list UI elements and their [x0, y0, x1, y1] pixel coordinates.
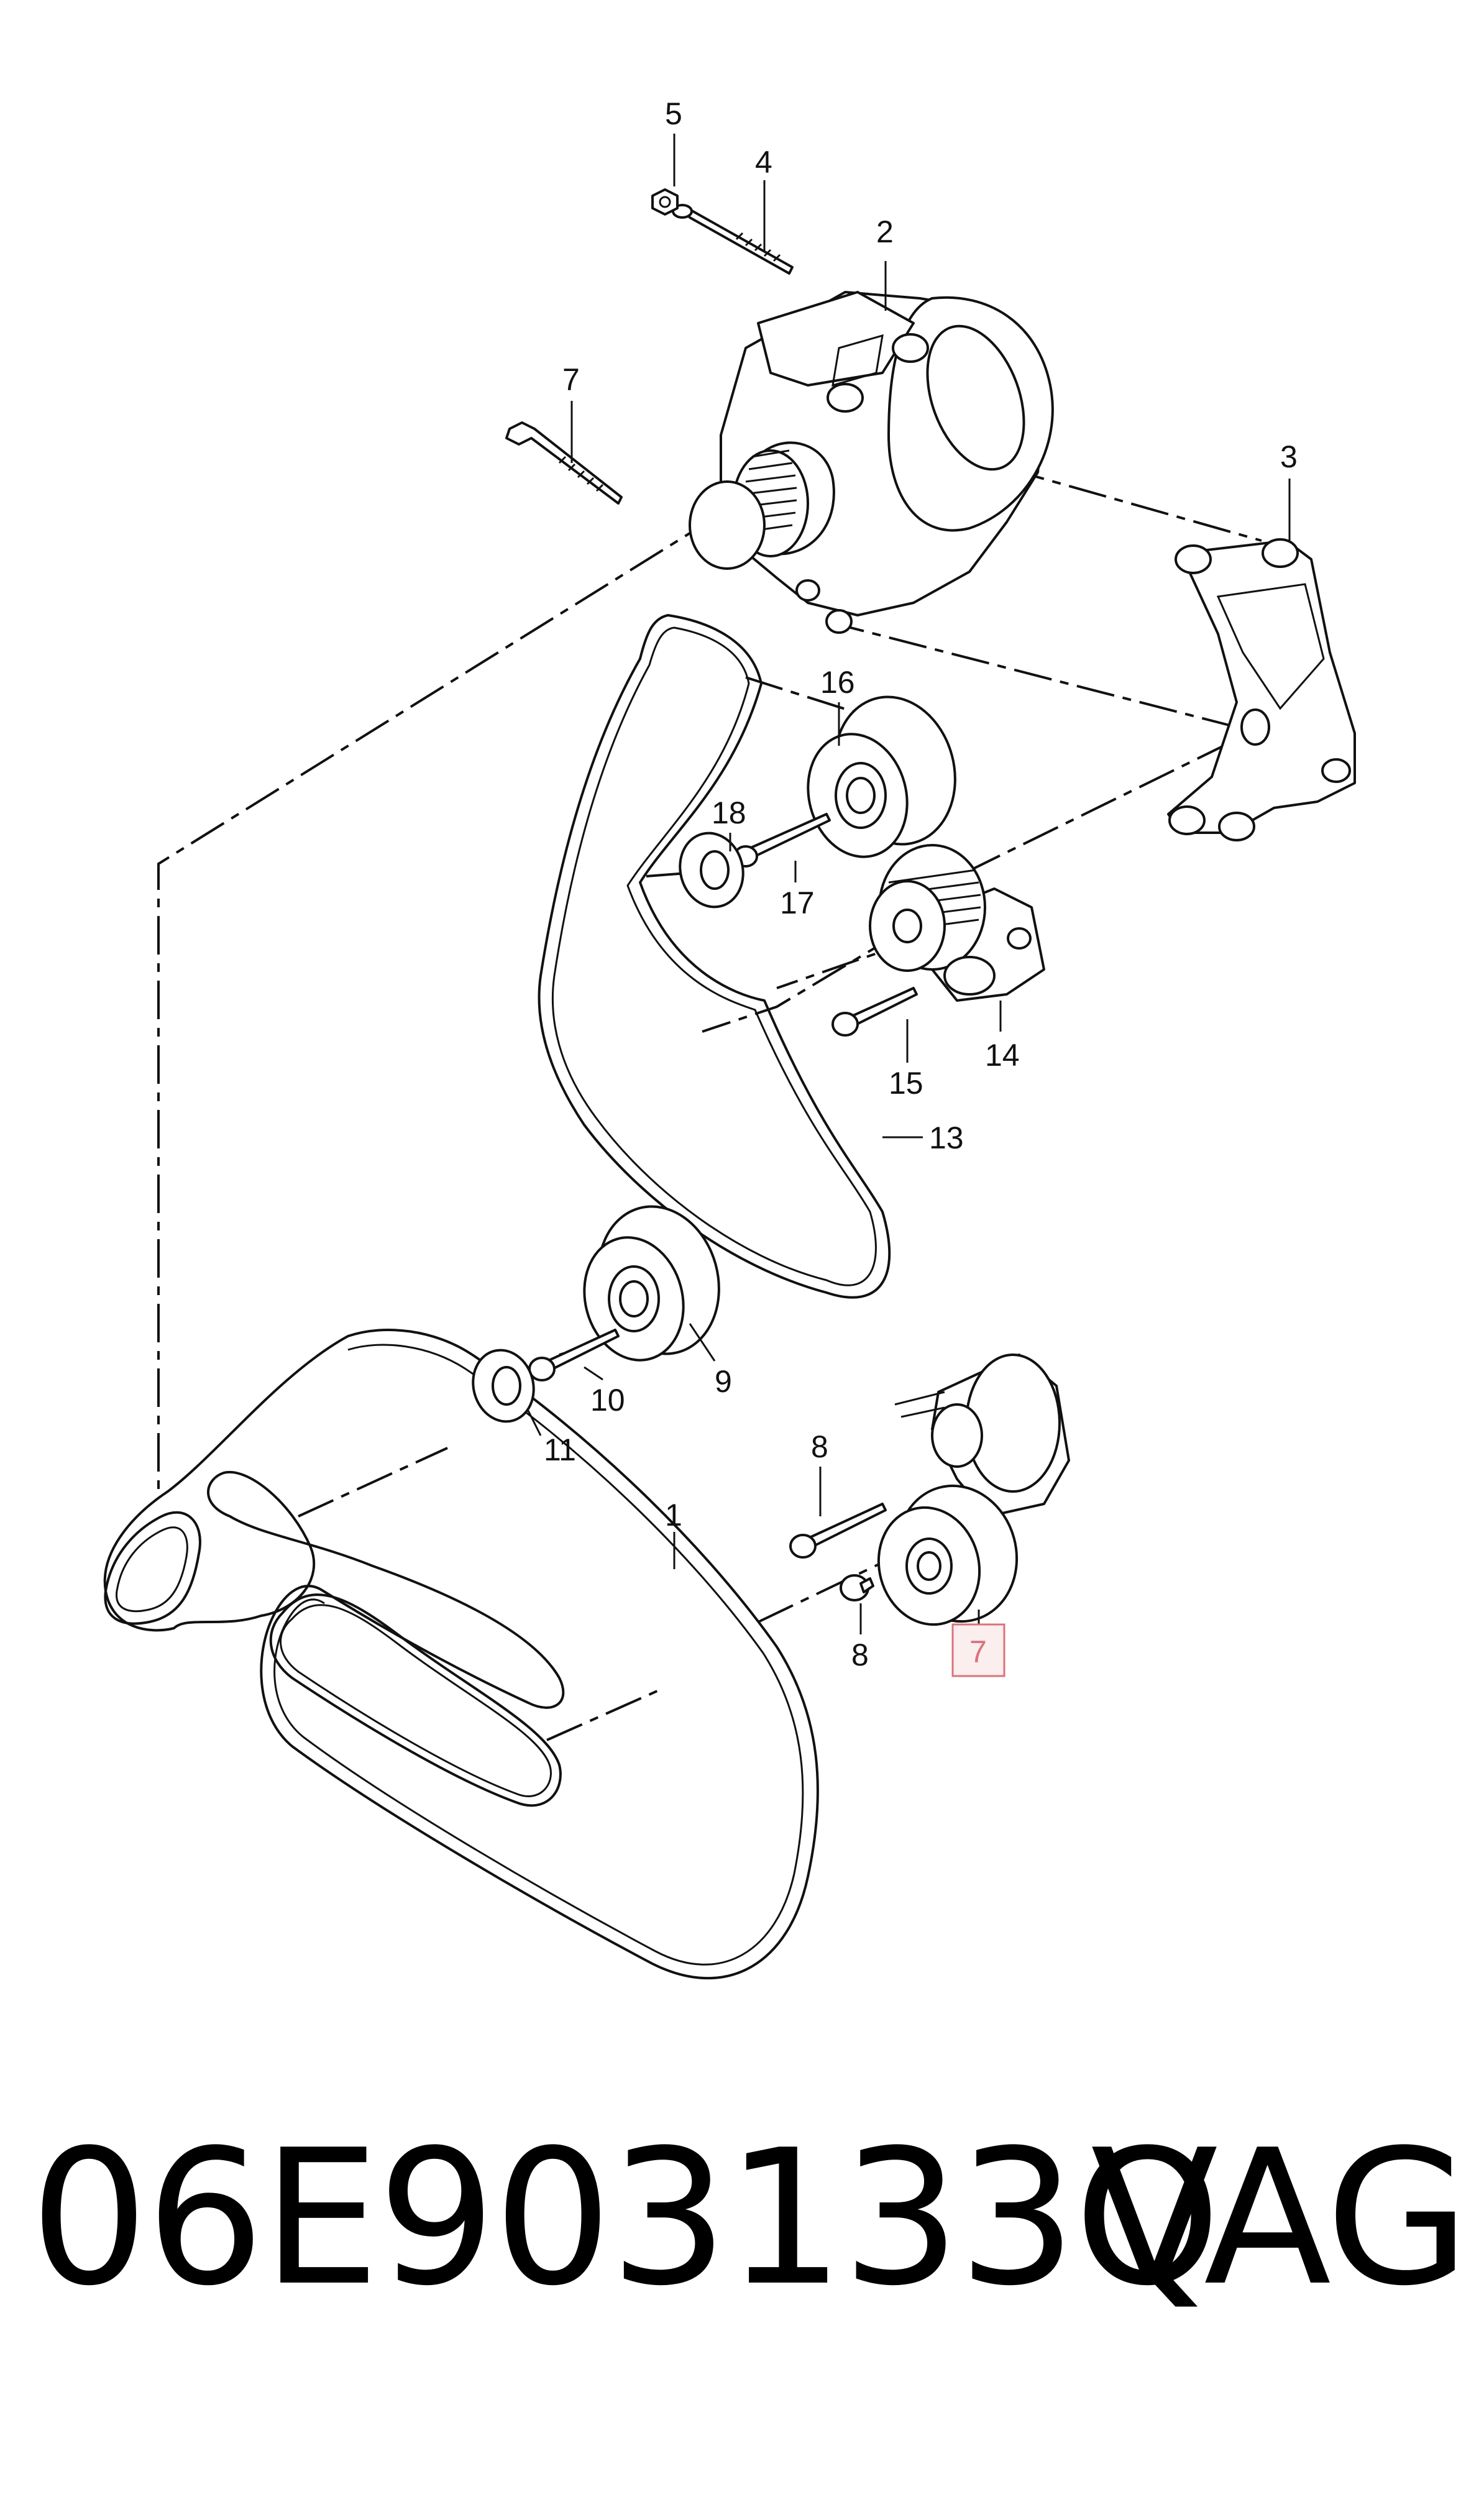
part-2-alternator [689, 291, 1054, 634]
callout-9: 9 [715, 1364, 732, 1399]
callout-18: 18 [712, 795, 746, 830]
callout-8-upper: 8 [811, 1429, 828, 1464]
part-number-label: 06E903133Q [30, 2110, 1221, 2327]
part-9-idler-pulley [583, 1205, 720, 1362]
callout-4: 4 [755, 145, 772, 180]
part-8-bolt-lower [840, 1574, 874, 1601]
part-15-bolt [831, 987, 918, 1037]
callout-6: 7 [562, 362, 580, 397]
callout-7-highlighted: 7 [969, 1634, 987, 1669]
callout-15: 15 [889, 1066, 923, 1101]
part-3-bracket [1167, 538, 1356, 841]
callout-5: 5 [665, 96, 682, 131]
callout-13: 13 [929, 1120, 964, 1155]
part-6-bolt [505, 421, 623, 505]
part-5-nut [651, 188, 679, 216]
callout-16: 16 [820, 665, 855, 700]
part-16-idler-pulley [807, 695, 956, 858]
callout-3: 3 [1280, 439, 1298, 474]
part-11-washer [472, 1349, 535, 1423]
brand-label: VAG [1091, 2110, 1470, 2327]
callout-17: 17 [780, 886, 815, 920]
callout-10: 10 [590, 1383, 625, 1418]
part-7-tensioner [877, 1354, 1070, 1626]
part-10-bolt [528, 1329, 620, 1381]
highlight-box [951, 1623, 1005, 1677]
part-1-ribbed-belt [103, 1329, 819, 1980]
part-8-bolt-upper [789, 1503, 887, 1559]
part-14-tensioner [869, 844, 1045, 1002]
callout-8-lower: 8 [851, 1638, 869, 1672]
callout-2: 2 [876, 214, 894, 249]
alternator-pulley [689, 449, 809, 570]
part-13-ribbed-belt [538, 614, 891, 1299]
callouts: 5 4 2 7 3 16 18 17 15 14 13 9 10 11 1 8 … [544, 96, 1298, 1672]
assembly-lines [157, 396, 1262, 1741]
callout-14: 14 [985, 1038, 1020, 1073]
callout-11: 11 [544, 1432, 576, 1467]
part-18-washer [679, 831, 744, 909]
leader-lines [527, 134, 1291, 1634]
part-17-bolt [733, 813, 831, 868]
callout-1: 1 [665, 1498, 682, 1532]
part-4-bolt [672, 204, 794, 275]
